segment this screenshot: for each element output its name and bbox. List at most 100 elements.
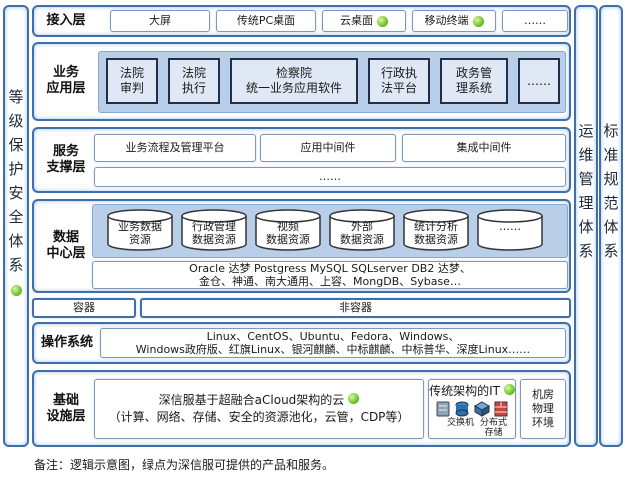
switch-icon [455, 401, 469, 417]
cloud-box: 深信服基于超融合aCloud架构的云 （计算、网络、存储、安全的资源池化，云管，… [94, 379, 424, 439]
db-engines-line2: 金仓、神通、南大通用、上容、MongDB、Sybase… [199, 275, 461, 288]
service-item-label: 业务流程及管理平台 [125, 141, 225, 154]
app-item-admin-law: 行政执法平台 [368, 58, 430, 104]
app-layer: 业务 应用层 法院审判 法院执行 检察院统一业务应用软件 行政执法平台 政务管理… [32, 42, 571, 121]
os-layer-label: 操作系统 [40, 335, 93, 350]
app-item-more: …… [518, 58, 560, 104]
service-layer-label: 服务 支撑层 [38, 135, 94, 185]
machine-room-line3: 环境 [532, 416, 554, 429]
right-bar-standard-char: 规 [603, 170, 619, 188]
db-label-line2: 资源 [129, 233, 151, 246]
right-bar-ops-char: 体 [578, 218, 594, 236]
right-bar-ops-char: 管 [578, 170, 594, 188]
db-label-line2: 数据资源 [192, 233, 236, 246]
right-bar-standard-char: 标 [603, 122, 619, 140]
service-item-workflow: 业务流程及管理平台 [94, 134, 256, 162]
cylinder-icon [477, 209, 543, 251]
db-label-line1: 统计分析 [414, 220, 458, 233]
service-item-integration: 集成中间件 [402, 134, 566, 162]
db-video-data: 视频数据资源 [254, 208, 322, 252]
access-item-label: 移动终端 [424, 14, 469, 27]
left-bar-char: 级 [8, 112, 24, 130]
app-item-line2: 执行 [181, 81, 206, 95]
data-layer-label: 数据 中心层 [38, 219, 94, 273]
os-list-line2: Windows政府版、红旗Linux、银河麒麟、中标麒麟、中标普华、深度Linu… [135, 343, 531, 356]
right-bar-standard-char: 准 [603, 146, 619, 164]
right-bar-standard: 标准规范体系 [599, 5, 623, 447]
infra-layer-label: 基础 设施层 [38, 382, 94, 436]
container-label: 容器 [73, 301, 95, 314]
infra-layer: 基础 设施层 深信服基于超融合aCloud架构的云 （计算、网络、存储、安全的资… [32, 370, 571, 447]
access-item-screen: 大屏 [110, 10, 210, 32]
machine-room-box: 机房 物理 环境 [520, 379, 566, 439]
traditional-it-label: 传统架构的IT [429, 384, 500, 398]
db-more: …… [476, 208, 544, 252]
os-layer: 操作系统 Linux、CentOS、Ubuntu、Fedora、Windows、… [32, 322, 571, 364]
left-bar-char: 等 [8, 88, 24, 106]
access-layer: 接入层 大屏 传统PC桌面 云桌面 移动终端 …… [32, 5, 571, 37]
db-label-line2: 数据资源 [414, 233, 458, 246]
service-item-more: …… [94, 167, 566, 187]
access-item-cloud-desktop: 云桌面 [322, 10, 406, 32]
db-external-data: 外部数据资源 [328, 208, 396, 252]
green-dot-icon [377, 15, 388, 27]
infra-layer-label-line1: 基础 [52, 393, 79, 408]
machine-room-line2: 物理 [532, 402, 554, 415]
db-stats-data: 统计分析数据资源 [402, 208, 470, 252]
db-label-line2: 数据资源 [266, 233, 310, 246]
app-layer-label: 业务 应用层 [38, 54, 94, 108]
left-bar-char: 系 [8, 256, 24, 274]
server-icon [436, 401, 450, 417]
machine-room-line1: 机房 [532, 388, 554, 401]
app-layer-label-line2: 应用层 [46, 81, 86, 96]
green-dot-icon [348, 393, 360, 404]
app-item-gov-mgmt: 政务管理系统 [440, 58, 508, 104]
data-layer-label-line1: 数据 [52, 230, 79, 245]
os-list-box: Linux、CentOS、Ubuntu、Fedora、Windows、 Wind… [100, 328, 566, 358]
right-bar-standard-text: 标准规范体系 [603, 119, 618, 263]
footnote: 备注：逻辑示意图，绿点为深信服可提供的产品和服务。 [34, 458, 335, 472]
access-item-mobile: 移动终端 [412, 10, 496, 32]
access-item-pc: 传统PC桌面 [216, 10, 316, 32]
left-bar-security: 等级保护安全体系 [3, 5, 29, 447]
access-layer-label: 接入层 [46, 13, 86, 28]
access-item-label: 大屏 [149, 14, 171, 27]
cylinder-icon [255, 209, 321, 251]
cloud-line1: 深信服基于超融合aCloud架构的云 [158, 393, 345, 407]
app-item-court-trial: 法院审判 [106, 58, 158, 104]
app-item-line2: 理系统 [455, 81, 492, 95]
green-dot-icon [10, 285, 22, 296]
storage-label-line1: 分布式 [480, 418, 508, 428]
right-bar-standard-char: 系 [603, 242, 619, 260]
db-label-line1: 外部 [351, 220, 373, 233]
right-bar-ops: 运维管理体系 [574, 5, 598, 447]
service-item-app-middleware: 应用中间件 [260, 134, 396, 162]
cylinder-icon [329, 209, 395, 251]
access-item-more: …… [502, 10, 568, 32]
right-bar-ops-char: 系 [578, 242, 594, 260]
left-bar-text: 等级保护安全体系 [8, 85, 23, 277]
right-bar-standard-char: 范 [603, 194, 619, 212]
non-container-label: 非容器 [339, 301, 372, 314]
db-label-line2: 数据资源 [340, 233, 384, 246]
left-bar-char: 体 [8, 232, 24, 250]
cylinder-icon [181, 209, 247, 251]
app-layer-label-line1: 业务 [52, 65, 79, 80]
service-layer-label-line2: 支撑层 [46, 160, 86, 175]
db-engines-box: Oracle 达梦 Postgress MySQL SQLserver DB2 … [92, 261, 568, 289]
service-item-label: 集成中间件 [456, 141, 512, 154]
storage-icon [474, 401, 490, 417]
cloud-line2: （计算、网络、存储、安全的资源池化，云管，CDP等） [108, 410, 410, 424]
db-label-line1: 业务数据 [118, 220, 162, 233]
access-item-label: 传统PC桌面 [236, 14, 296, 27]
cylinder-icon [107, 209, 173, 251]
right-bar-ops-text: 运维管理体系 [578, 119, 593, 263]
service-more-label: …… [319, 170, 341, 183]
firewall-icon [494, 401, 508, 417]
green-dot-icon [503, 384, 515, 395]
app-item-line1: 法院 [119, 66, 144, 80]
green-dot-icon [472, 15, 484, 27]
left-bar-char: 保 [8, 136, 24, 154]
container-box: 容器 [32, 298, 136, 318]
db-label-line1: 视频 [277, 220, 299, 233]
